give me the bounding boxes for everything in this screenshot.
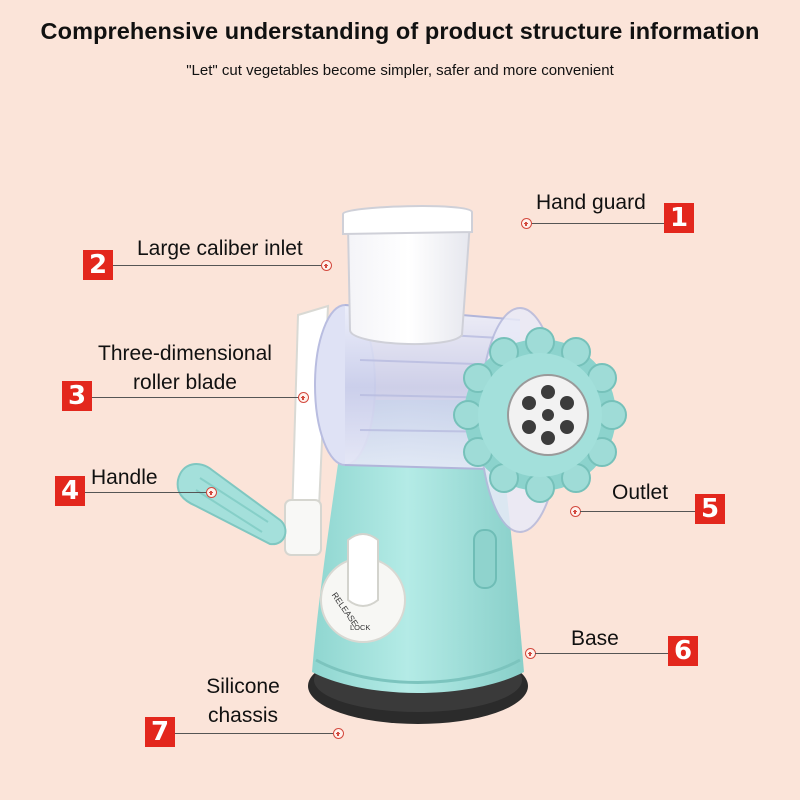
callout-7-badge: 7 (145, 717, 175, 747)
callout-2-badge: 2 (83, 250, 113, 280)
callout-1-leader (531, 223, 664, 224)
callout-7-label: Silicone chassis (188, 672, 298, 730)
callout-5-leader (580, 511, 695, 512)
callout-3-badge: 3 (62, 381, 92, 411)
page-title: Comprehensive understanding of product s… (40, 18, 760, 44)
callout-4-badge: 4 (55, 476, 85, 506)
callout-3-leader (92, 397, 302, 398)
callout-7-label-line-1: Silicone (206, 675, 280, 698)
callout-6-leader (535, 653, 668, 654)
callout-1-badge: 1 (664, 203, 694, 233)
callout-4-marker-icon (206, 487, 217, 498)
handle-grip (176, 463, 287, 546)
callout-6-label: Base (571, 627, 619, 650)
callout-5-label: Outlet (612, 481, 669, 504)
callout-5-badge: 5 (695, 494, 725, 524)
callout-7-marker-icon (333, 728, 344, 739)
callout-1-label: Hand guard (536, 191, 646, 214)
page-subtitle: "Let" cut vegetables become simpler, saf… (186, 62, 614, 79)
lock-text: LOCK (350, 623, 370, 632)
callout-4-leader (85, 492, 208, 493)
hand-guard-hopper (342, 205, 473, 346)
side-button (473, 529, 497, 589)
callout-4-label: Handle (91, 466, 158, 489)
callout-6-badge: 6 (668, 636, 698, 666)
flower-outlet-cap (453, 327, 627, 503)
callout-2-leader (113, 265, 325, 266)
callout-2-marker-icon (321, 260, 332, 271)
callout-1-marker-icon (521, 218, 532, 229)
callout-7-leader (175, 733, 335, 734)
callout-7-label-line-2: chassis (207, 704, 279, 727)
callout-3-marker-icon (298, 392, 309, 403)
release-lock-knob: RELEASE LOCK (320, 533, 406, 643)
callout-3-label-line-1: Three-dimensional (98, 342, 272, 365)
callout-3-label-line-2: roller blade (133, 371, 237, 394)
callout-3-label: Three-dimensional roller blade (80, 339, 290, 397)
callout-2-label: Large caliber inlet (137, 237, 303, 260)
